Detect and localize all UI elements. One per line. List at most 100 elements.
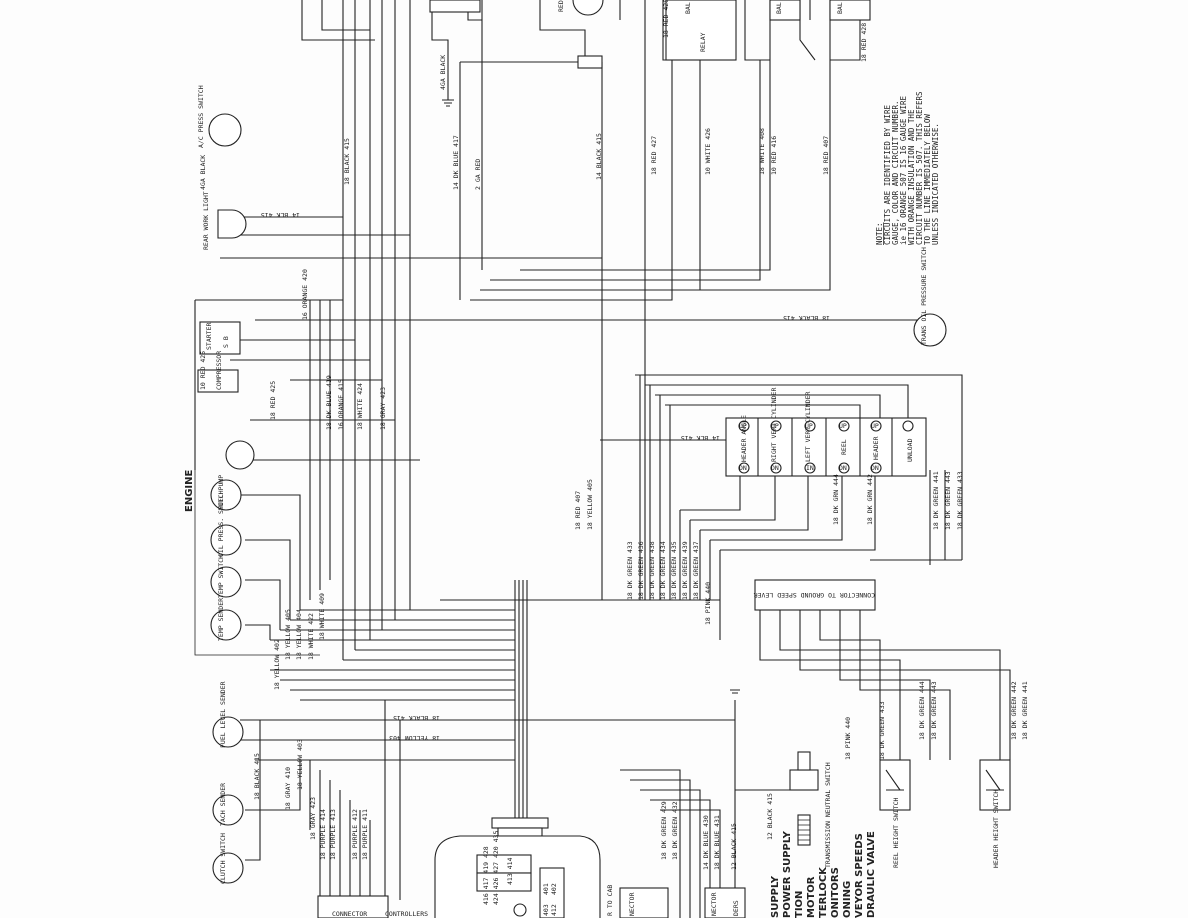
- wire-label: 4GA BLACK: [439, 55, 447, 90]
- legend-line-4: MOTOR: [806, 876, 817, 918]
- trans-oil-pressure-switch-symbol: [913, 313, 947, 347]
- label-reel: REEL: [840, 439, 848, 455]
- label-fuel-level-sender: FUEL LEVEL SENDER: [219, 681, 227, 748]
- wire-label: 18 BLACK 415: [343, 138, 351, 185]
- reel-height-switch-symbol: [879, 759, 911, 811]
- wire-label: 18 GRAY 423: [379, 387, 387, 430]
- pin-up-2: UP: [771, 422, 779, 430]
- cab-connector-box-1: [619, 887, 669, 919]
- wire-label: 18 DK BLUE 419: [325, 375, 333, 430]
- legend-line-6: ONITORS: [830, 867, 841, 918]
- wire-label: 18 DK GREEN 434: [659, 541, 667, 600]
- label-fuel-pump: FUEL PUMP: [217, 475, 225, 510]
- top-fitting: [577, 55, 603, 69]
- wire-label: 4GA BLACK: [199, 155, 207, 190]
- wire-label: 18 DK GREEN 436: [637, 541, 645, 600]
- controllers-module: [434, 835, 601, 919]
- label-ground-speed-connector: CONNECTOR TO GROUND SPEED LEVER: [754, 591, 875, 599]
- pin-up-1: UP: [739, 422, 747, 430]
- label-engine: ENGINE: [184, 470, 195, 512]
- wire-label: 14 BLACK 415: [595, 133, 603, 180]
- wire-label: 18 WHITE 409: [318, 593, 326, 640]
- fuel-level-sender-symbol: [212, 716, 244, 748]
- pin-up-4: UP: [839, 422, 847, 430]
- pin-dn-5: DN: [871, 464, 879, 472]
- label-right-vert-cylinder: RIGHT VERT CYLINDER: [770, 388, 778, 462]
- wire-label: 18 GRAY 410: [284, 767, 292, 810]
- connector-pin-labels: 416 417 419 428 424 426 427 420 435 413 …: [482, 831, 558, 916]
- wire-label: 12 BLACK 415: [730, 823, 738, 870]
- pin-side-4: 412: [550, 904, 558, 916]
- pin-dn-1: DN: [739, 464, 747, 472]
- pin-in-3: IN: [806, 464, 814, 472]
- wire-label: 18 YELLOW 404: [295, 609, 303, 660]
- fuel-pump-symbol: [210, 479, 242, 511]
- pin-side-1: 401: [542, 883, 550, 895]
- wire-label: 18 DK GREEN 429: [660, 801, 668, 860]
- label-temp-sender: TEMP SENDER: [217, 598, 225, 641]
- hydraulic-switch-block: [725, 417, 927, 477]
- label-transmission-neutral-switch: TRANSMISSION NEUTRAL SWITCH: [824, 762, 832, 868]
- wire-label: 10 WHITE 426: [704, 128, 712, 175]
- label-oil-press-switch: OIL PRESS. SWITCH: [217, 490, 225, 557]
- wire-label: 14 BLK 415: [261, 211, 300, 219]
- note-line-3: ie 16 ORANGE 507 IS 16 GAUGE WIRE: [899, 96, 908, 245]
- wire-label: 18 RED 428: [662, 0, 670, 38]
- label-controllers: CONTROLLERS: [385, 910, 428, 918]
- note-line-1: CIRCUITS ARE IDENTIFIED BY WIRE: [883, 105, 892, 245]
- pins-row-3: 413 414: [506, 858, 514, 885]
- wire-label: 2 GA RED: [474, 159, 482, 190]
- legend-line-7: ONING: [842, 881, 853, 918]
- clutch-switch-symbol: [212, 852, 244, 884]
- pin-up-3: UP: [805, 422, 813, 430]
- starter-motor-symbol: [225, 440, 255, 470]
- wire-label: 18 DK GREEN 441: [1021, 681, 1029, 740]
- wire-label: 18 DK GREEN 444: [918, 681, 926, 740]
- switch-pin-labels: UP UP UP UP UP DN DN IN DN DN: [739, 422, 879, 472]
- ac-press-switch-symbol: [208, 113, 242, 147]
- wire-label: 18 YELLOW 405: [284, 609, 292, 660]
- label-left-vert-cylinder: LEFT VERT CYLINDER: [804, 391, 812, 462]
- top-red-light-circle: [572, 0, 604, 16]
- note-block: NOTE: CIRCUITS ARE IDENTIFIED BY WIRE GA…: [875, 91, 940, 245]
- note-line-5: CIRCUIT NUMBER IS 507. THIS REFERS: [915, 91, 924, 245]
- temp-sender-symbol: [210, 609, 242, 641]
- wire-label: 14 DK BLUE 430: [702, 815, 710, 870]
- label-header: HEADER: [872, 436, 880, 460]
- wire-label: 10 RED 425: [199, 351, 207, 390]
- wire-label: 18 WHITE 408: [758, 128, 766, 175]
- wire-label: 18 DK GRN 444: [832, 474, 840, 525]
- pins-row-2: 424 426 427 420 435: [492, 831, 500, 905]
- label-temp-switch: TEMP SWITCH: [217, 555, 225, 598]
- label-reel-height-switch: REEL HEIGHT SWITCH: [892, 797, 900, 868]
- wire-label: 18 DK GREEN 443: [944, 471, 952, 530]
- legend-line-2: POWER SUPPLY: [782, 830, 793, 918]
- wire-label: 18 DK GREEN 433: [626, 541, 634, 600]
- wire-label: 18 WHITE 424: [356, 383, 364, 430]
- wire-label: 18 YELLOW 403: [296, 739, 304, 790]
- wire-label: 18 DK GREEN 439: [681, 541, 689, 600]
- legend-line-5: TERLOCK: [818, 866, 829, 918]
- wire-label: 16 ORANGE 420: [301, 269, 309, 320]
- wire-label: 16 ORANGE 415: [337, 379, 345, 430]
- wire-label: 18 RED 425: [269, 381, 277, 420]
- legend-line-8: VEYOR SPEEDS: [854, 833, 865, 918]
- wire-label: 14 DK BLUE 417: [452, 135, 460, 190]
- label-top-bal-1: BAL: [684, 2, 692, 14]
- label-top-red-light: RED LI: [557, 0, 565, 12]
- wire-label: 18 DK GRN 442: [866, 474, 874, 525]
- label-top-bal-3: BAL: [836, 2, 844, 14]
- wire-label: 18 RED 407: [574, 491, 582, 530]
- label-unload: UNLOAD: [906, 438, 914, 462]
- wire-label: 18 DK GREEN 433: [956, 471, 964, 530]
- wire-label: 18 DK GREEN 438: [648, 541, 656, 600]
- pin-up-5: UP: [871, 422, 879, 430]
- top-bal-box-1: [769, 0, 801, 21]
- label-header-angle: HEADER ANGLE: [740, 415, 748, 462]
- ground-symbol: [442, 99, 740, 694]
- wire-label: 18 DK GREEN 442: [1010, 681, 1018, 740]
- cab-connector-plug: [491, 817, 549, 837]
- transmission-neutral-switch-symbol: [789, 751, 819, 846]
- tach-sender-symbol: [212, 794, 244, 826]
- label-compressor: COMPRESSOR: [215, 351, 223, 390]
